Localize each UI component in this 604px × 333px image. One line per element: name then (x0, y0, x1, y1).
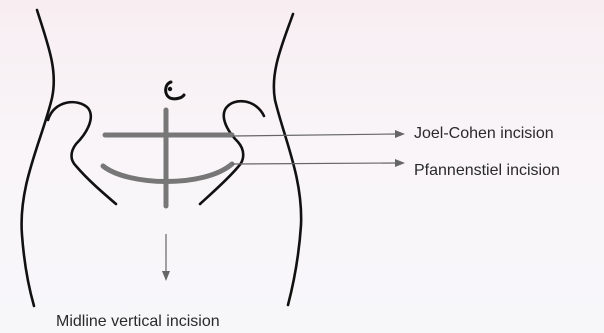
pfannenstiel-arrow (232, 159, 405, 167)
joel-cohen-label: Joel-Cohen incision (414, 126, 554, 142)
right-hip-curve (200, 101, 264, 204)
midline-arrow (162, 234, 170, 281)
left-hip-curve (48, 102, 116, 204)
joel-cohen-arrow (232, 130, 405, 138)
right-torso-outline (274, 14, 301, 305)
midline-label: Midline vertical incision (56, 314, 220, 330)
left-torso-outline (22, 10, 54, 306)
navel-mark (166, 82, 184, 99)
pfannenstiel-label: Pfannenstiel incision (414, 163, 560, 179)
